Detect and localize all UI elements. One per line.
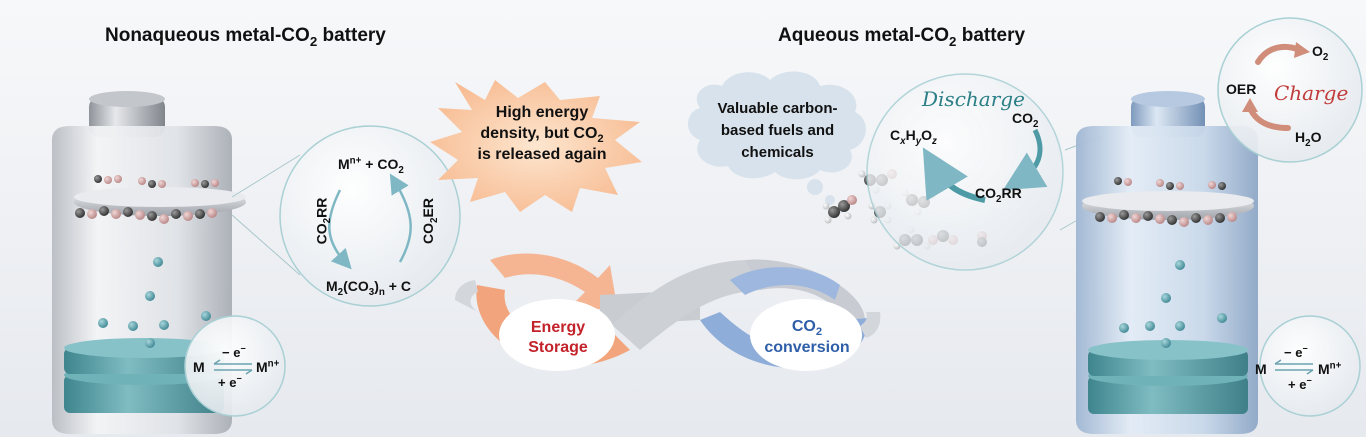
co2-conversion-label: CO2 conversion	[764, 318, 850, 356]
oer-label: OER	[1226, 81, 1257, 97]
cycle-bottom-label: M2(CO3)n + C	[326, 278, 411, 298]
right-battery	[1059, 91, 1258, 434]
metal-right-plus: + e−	[1288, 375, 1312, 392]
right-title: Aqueous metal-CO2 battery	[778, 25, 1026, 49]
starburst-shape	[430, 80, 642, 212]
co2er-label: CO2ER	[419, 198, 440, 244]
charge-label: Charge	[1274, 81, 1349, 105]
metal-left-plus: + e−	[218, 373, 242, 390]
h2o-label: H2O	[1295, 129, 1322, 149]
charge-bubble	[1217, 17, 1363, 163]
metal-right-mn: Mn+	[1318, 360, 1342, 377]
discharge-label: Discharge	[922, 87, 1025, 111]
discharge-co2: CO2	[1012, 110, 1039, 130]
left-metal-bubble	[184, 315, 286, 417]
cycle-top-label: Mn+ + CO2	[338, 155, 404, 176]
metal-left-m: M	[193, 359, 205, 375]
left-title: Nonaqueous metal-CO2 battery	[105, 25, 386, 49]
co2rr-right-label: CO2RR	[975, 185, 1022, 205]
left-cycle-bubble	[279, 125, 461, 307]
metal-left-minus: − e−	[222, 343, 246, 360]
infinity-loop	[455, 253, 881, 371]
starburst-text: High energy density, but CO2 is released…	[477, 104, 607, 163]
o2-label: O2	[1312, 43, 1329, 63]
co2rr-label: CO2RR	[313, 197, 334, 245]
product-formula: CxHyOz	[890, 127, 937, 147]
energy-storage-label: Energy Storage	[528, 319, 588, 356]
right-metal-bubble	[1259, 315, 1361, 417]
metal-right-minus: − e−	[1284, 343, 1308, 360]
metal-left-mn: Mn+	[256, 358, 280, 375]
cloud-text: Valuable carbon- based fuels and chemica…	[717, 100, 838, 161]
metal-right-m: M	[1255, 361, 1267, 377]
